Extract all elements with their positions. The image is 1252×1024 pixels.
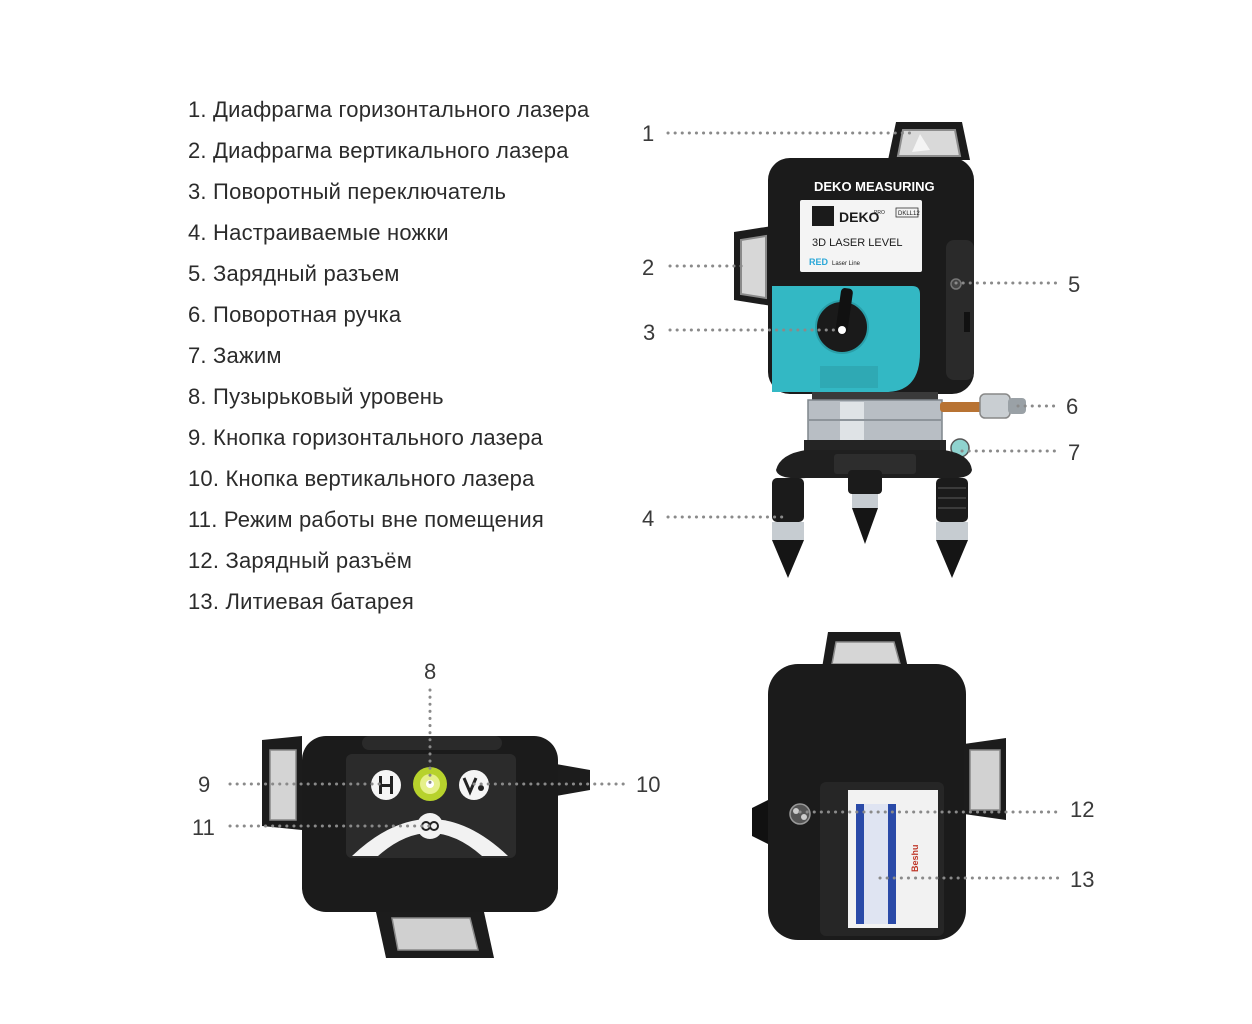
callout-number-1: 1 <box>642 121 654 146</box>
logo-sup-text: PRO <box>874 210 885 216</box>
legend-item-4: 4. Настраиваемые ножки <box>188 220 449 245</box>
legend-item-6: 6. Поворотная ручка <box>188 302 402 327</box>
legend-item-2: 2. Диафрагма вертикального лазера <box>188 138 569 163</box>
top-view-image <box>262 736 590 958</box>
laser-color-text: RED <box>809 257 829 267</box>
callout-number-10: 10 <box>636 772 660 797</box>
product-text: 3D LASER LEVEL <box>812 237 903 249</box>
legend-item-11: 11. Режим работы вне помещения <box>188 507 544 532</box>
legend-item-8: 8. Пузырьковый уровень <box>188 384 444 409</box>
callout-number-3: 3 <box>643 320 655 345</box>
legend-item-10: 10. Кнопка вертикального лазера <box>188 466 535 491</box>
callout-number-6: 6 <box>1066 394 1078 419</box>
legend-item-13: 13. Литиевая батарея <box>188 589 415 614</box>
logo-text: DEKO <box>839 209 880 225</box>
legend-item-3: 3. Поворотный переключатель <box>188 179 507 204</box>
back-view-image: Beshu <box>752 632 1006 940</box>
callout-number-7: 7 <box>1068 440 1080 465</box>
callout-numbers: 1 2 3 4 5 6 7 8 9 10 11 12 13 <box>192 121 1094 892</box>
brand-header-text: DEKO MEASURING <box>814 179 935 194</box>
legend-item-9: 9. Кнопка горизонтального лазера <box>188 425 543 450</box>
legend-item-12: 12. Зарядный разъём <box>188 548 413 573</box>
callout-lines <box>228 131 1064 880</box>
callout-number-13: 13 <box>1070 867 1094 892</box>
legend-item-1: 1. Диафрагма горизонтального лазера <box>188 97 590 122</box>
callout-number-4: 4 <box>642 506 654 531</box>
legend-item-5: 5. Зарядный разъем <box>188 261 400 286</box>
callout-number-2: 2 <box>642 255 654 280</box>
callout-number-12: 12 <box>1070 797 1094 822</box>
legend-list: 1. Диафрагма горизонтального лазера 2. Д… <box>188 94 590 627</box>
legend-item-7: 7. Зажим <box>188 343 282 368</box>
callout-number-11: 11 <box>192 815 215 840</box>
callout-number-5: 5 <box>1068 272 1080 297</box>
battery-brand-text: Beshu <box>910 844 920 872</box>
model-badge-text: DKLL12 <box>898 211 920 217</box>
callout-number-8: 8 <box>424 659 436 684</box>
callout-number-9: 9 <box>198 772 210 797</box>
laser-line-text: Laser Line <box>832 261 861 267</box>
main-device-image: DEKO MEASURING DEKO PRO DKLL12 3D LASER … <box>734 122 1026 578</box>
